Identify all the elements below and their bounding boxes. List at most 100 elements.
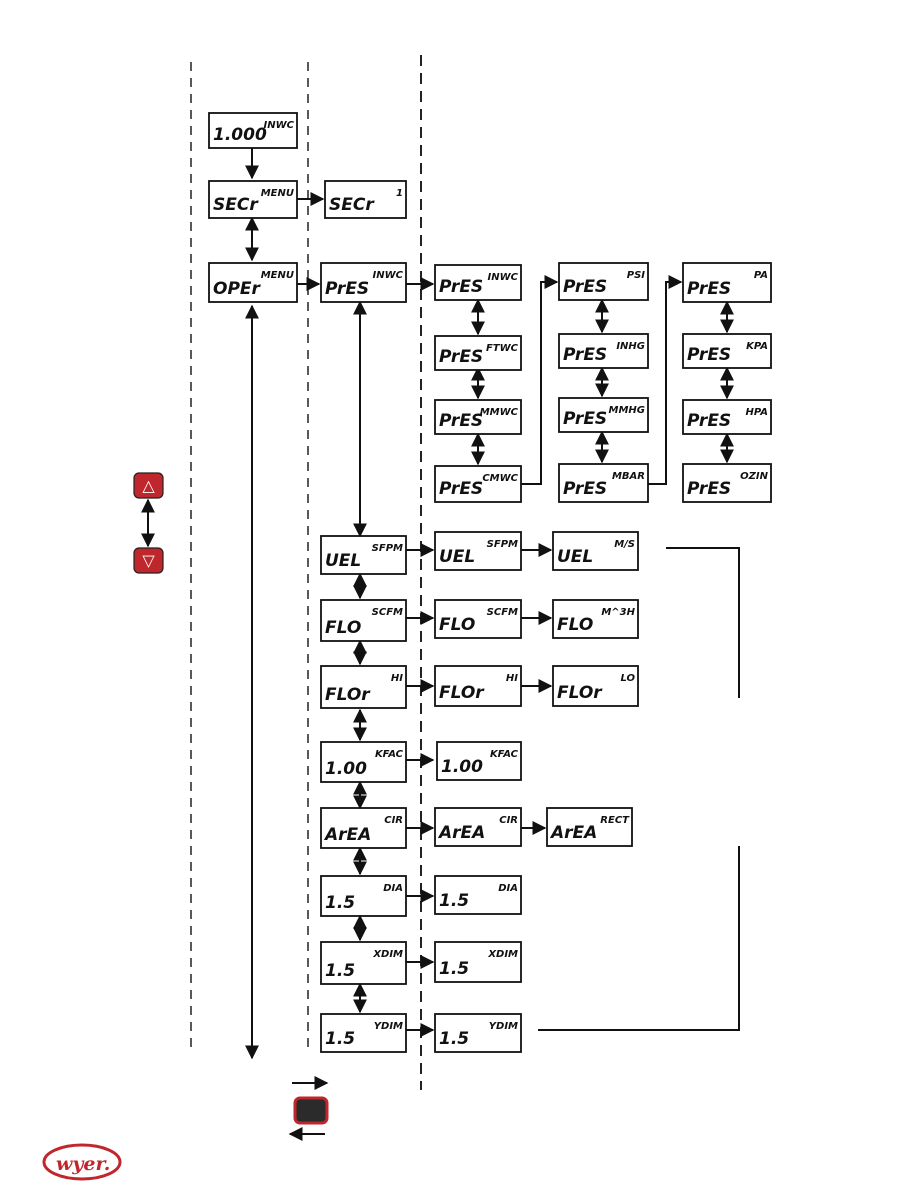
lcd-main-value: 1.00 bbox=[441, 757, 483, 777]
lcd-main-value: PrES bbox=[563, 409, 607, 429]
lcd-unit-label: YDIM bbox=[374, 1021, 403, 1032]
logo-text: wyer. bbox=[56, 1153, 110, 1175]
lcd-main-value: 1.5 bbox=[325, 893, 355, 913]
lcd-unit-label: FTWC bbox=[486, 343, 519, 354]
lcd-frame bbox=[320, 665, 407, 709]
lcd-main-value: FLOr bbox=[325, 685, 371, 705]
lcd-frame bbox=[320, 807, 407, 849]
lcd-unit-label: SFPM bbox=[372, 543, 403, 554]
lcd-frame bbox=[436, 741, 522, 781]
lcd-unit-label: HI bbox=[506, 673, 518, 684]
connectors bbox=[141, 146, 740, 1141]
lcd-unit-label: INWC bbox=[264, 120, 295, 131]
lcd-frame bbox=[682, 463, 772, 503]
lcd-display-kfac-1: 1.00 KFAC bbox=[320, 741, 407, 783]
lcd-unit-label: MENU bbox=[261, 270, 294, 281]
lcd-display-kfac-2: 1.00 KFAC bbox=[436, 741, 522, 781]
lcd-frame bbox=[320, 535, 407, 575]
lcd-display-pres-ozin: PrES OZIN bbox=[682, 463, 772, 503]
lcd-frame bbox=[320, 262, 407, 303]
lcd-main-value: 1.000 bbox=[213, 125, 267, 145]
lcd-frame bbox=[434, 531, 522, 571]
lcd-unit-label: KFAC bbox=[375, 749, 404, 760]
lcd-main-value: PrES bbox=[563, 345, 607, 365]
lcd-unit-label: XDIM bbox=[372, 949, 403, 960]
lcd-unit-label: LO bbox=[620, 673, 635, 684]
lcd-frame bbox=[682, 399, 772, 435]
lcd-main-value: 1.5 bbox=[325, 961, 355, 981]
lcd-frame bbox=[434, 264, 522, 301]
lcd-main-value: FLO bbox=[325, 618, 361, 638]
lcd-main-value: PrES bbox=[563, 479, 607, 499]
up-button[interactable]: △ bbox=[133, 472, 164, 499]
lcd-unit-label: OZIN bbox=[740, 471, 768, 482]
lcd-frame bbox=[558, 262, 649, 301]
lcd-frame bbox=[434, 335, 522, 371]
lcd-main-value: SECr bbox=[213, 195, 259, 215]
lcd-unit-label: CIR bbox=[499, 815, 518, 826]
lcd-main-value: 1.00 bbox=[325, 759, 367, 779]
lcd-unit-label: INWC bbox=[373, 270, 404, 281]
lcd-frame bbox=[434, 599, 522, 639]
lcd-unit-label: MBAR bbox=[612, 471, 645, 482]
lcd-main-value: ArEA bbox=[549, 823, 597, 843]
lcd-unit-label: MMHG bbox=[609, 405, 645, 416]
lcd-main-value: PrES bbox=[439, 411, 483, 431]
lcd-main-value: UEL bbox=[325, 551, 361, 571]
lcd-main-value: PrES bbox=[563, 277, 607, 297]
lcd-main-value: PrES bbox=[325, 279, 369, 299]
lcd-frame bbox=[552, 665, 639, 707]
enter-button[interactable] bbox=[293, 1096, 329, 1125]
lcd-main-value: 1.5 bbox=[439, 1029, 469, 1049]
lcd-frame bbox=[320, 599, 407, 642]
lcd-frame bbox=[434, 665, 522, 707]
lcd-unit-label: M/S bbox=[614, 539, 635, 550]
lcd-frame bbox=[558, 463, 649, 503]
lcd-frame bbox=[324, 180, 407, 219]
lcd-frame bbox=[434, 1013, 522, 1053]
lcd-main-value: PrES bbox=[439, 479, 483, 499]
lcd-unit-label: KFAC bbox=[490, 749, 519, 760]
lcd-display-pres-psi: PrES PSI bbox=[558, 262, 649, 301]
lcd-unit-label: PSI bbox=[627, 270, 646, 281]
lcd-display-pres-inwc-1: PrES INWC bbox=[320, 262, 407, 303]
lcd-frame bbox=[546, 807, 633, 847]
lcd-display-xdim-1: 1.5 XDIM bbox=[320, 941, 407, 985]
lcd-frame bbox=[208, 180, 298, 219]
lcd-main-value: FLO bbox=[439, 615, 475, 635]
lcd-frame bbox=[208, 112, 298, 149]
lcd-unit-label: SFPM bbox=[487, 539, 518, 550]
lcd-frame bbox=[208, 262, 298, 303]
lcd-main-value: PrES bbox=[687, 279, 731, 299]
down-button[interactable]: ▽ bbox=[133, 547, 164, 574]
lcd-unit-label: HPA bbox=[745, 407, 768, 418]
lcd-frame bbox=[434, 807, 522, 847]
lcd-main-value: 1.5 bbox=[439, 891, 469, 911]
lcd-unit-label: KPA bbox=[746, 341, 768, 352]
dwyer-logo: wyer. bbox=[42, 1143, 122, 1181]
lcd-frame bbox=[552, 599, 639, 639]
lcd-frame bbox=[434, 465, 522, 503]
lcd-main-value: OPEr bbox=[213, 279, 262, 299]
lcd-main-value: PrES bbox=[687, 479, 731, 499]
